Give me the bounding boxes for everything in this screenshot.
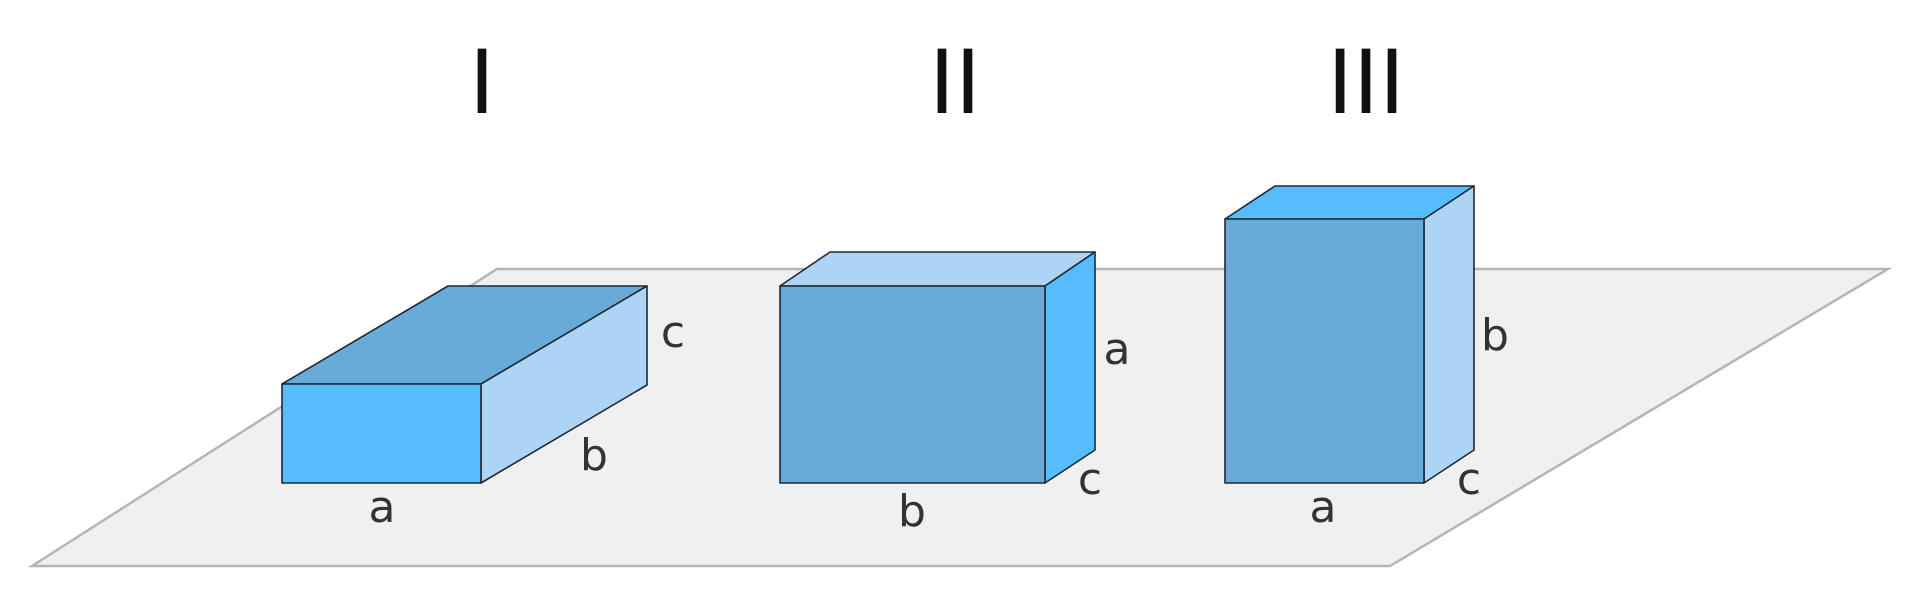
- box-3: III a b c: [1224, 31, 1509, 533]
- box-3-side-face: [1423, 185, 1475, 484]
- box-1-height-label: c: [661, 307, 685, 358]
- box-2-side-face: [1044, 251, 1096, 484]
- box-1: I a b c: [281, 31, 685, 533]
- box-2-width-label: b: [898, 486, 926, 537]
- box-1-numeral: I: [469, 31, 495, 134]
- box-2-height-label: a: [1104, 324, 1131, 375]
- box-3-depth-label: c: [1457, 454, 1481, 505]
- box-2-depth-label: c: [1078, 454, 1102, 505]
- box-2: II b a c: [779, 31, 1131, 537]
- box-2-numeral: II: [929, 31, 981, 134]
- box-1-depth-label: b: [580, 430, 608, 481]
- box-3-height-label: b: [1481, 310, 1509, 361]
- box-1-width-label: a: [369, 482, 396, 533]
- box-1-front-face: [281, 383, 482, 484]
- box-3-front-face: [1224, 218, 1425, 484]
- box-2-top-face: [779, 251, 1096, 287]
- box-2-front-face: [779, 285, 1046, 484]
- box-3-width-label: a: [1310, 482, 1337, 533]
- box-3-numeral: III: [1327, 31, 1405, 134]
